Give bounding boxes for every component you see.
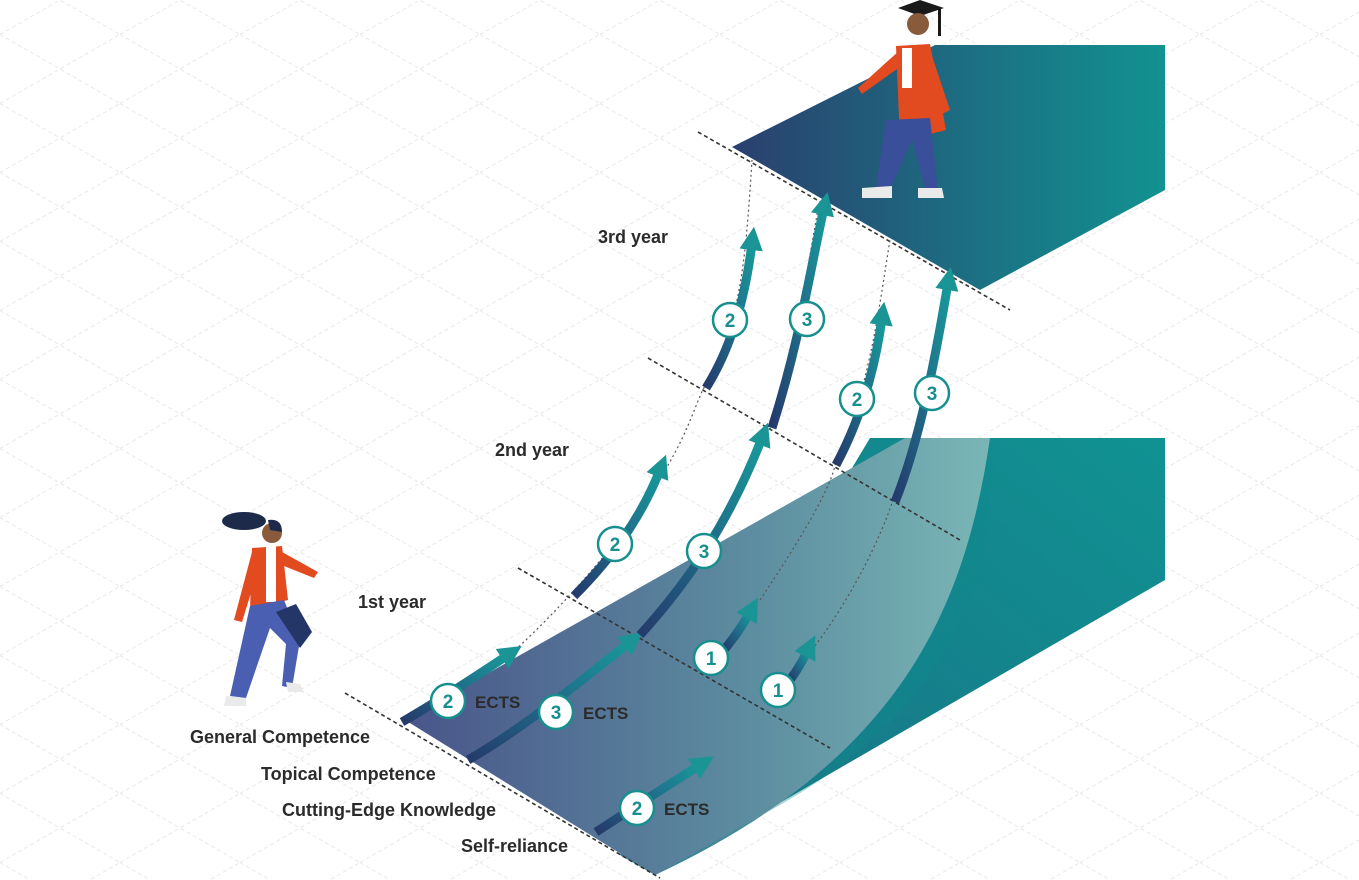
badge-topical-y1: 3 ECTS [537,693,628,731]
track-label-cutting-edge: Cutting-Edge Knowledge [282,800,496,820]
badge-unit: ECTS [583,704,628,723]
year-label-3: 3rd year [598,227,668,247]
track-label-self-reliance: Self-reliance [461,836,568,856]
badge-value: 1 [773,681,784,702]
badge-general-y1: 2 ECTS [429,682,520,720]
year-labels: 1st year 2nd year 3rd year [358,227,668,612]
badge-unit: ECTS [664,800,709,819]
year-label-1: 1st year [358,592,426,612]
badge-topical-y2: 3 [685,532,723,570]
badge-value: 2 [852,390,863,411]
badge-value: 2 [443,692,454,713]
badge-selfreliance-y2: 3 [913,374,951,412]
badge-cutting-y1b: 1 [759,671,797,709]
graduate-with-cap-icon [858,0,950,198]
student-walking-icon [222,512,318,706]
badge-value: 1 [706,649,717,670]
badge-value: 3 [927,384,938,405]
badge-general-y2: 2 [596,525,634,563]
badge-cutting-y1a: 1 [692,639,730,677]
badge-value: 3 [551,703,562,724]
badge-value: 3 [699,542,710,563]
badge-topical-y3: 3 [788,300,826,338]
badge-unit: ECTS [475,693,520,712]
badge-selfreliance-y1: 2 ECTS [618,789,709,827]
top-platform [732,45,1165,290]
track-label-topical: Topical Competence [261,764,436,784]
badge-value: 3 [802,310,813,331]
badge-value: 2 [632,799,643,820]
badge-general-y3: 2 [711,301,749,339]
badge-cutting-y2: 2 [838,380,876,418]
arrow-cutting-y1a [720,597,758,653]
badge-value: 2 [725,311,736,332]
track-labels: General Competence Topical Competence Cu… [190,727,568,856]
year-boundaries [344,131,1011,879]
badge-value: 2 [610,535,621,556]
year-label-2: 2nd year [495,440,569,460]
credit-badges: 2 ECTS 3 ECTS 2 ECTS 1 1 2 3 [429,300,951,827]
track-label-general: General Competence [190,727,370,747]
